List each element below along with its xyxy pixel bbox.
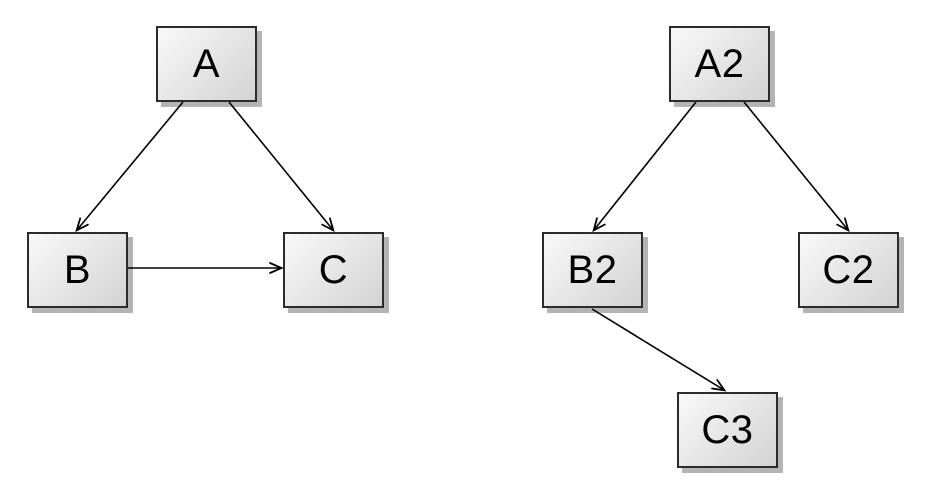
node-B2[interactable]: B2 [542,232,643,308]
edge-A-B [75,101,184,233]
edge-B2-C3 [591,308,727,392]
node-B[interactable]: B [27,232,128,308]
node-label-C3: C3 [701,408,754,452]
node-A2[interactable]: A2 [669,26,770,102]
edge-A2-C2 [743,101,850,233]
node-label-C2: C2 [822,248,875,292]
edge-A2-B2 [592,101,697,233]
node-C[interactable]: C [283,232,384,308]
node-label-B: B [63,248,92,292]
node-A[interactable]: A [156,26,257,102]
node-C3[interactable]: C3 [677,392,778,468]
node-C2[interactable]: C2 [798,232,899,308]
edge-A-C [228,101,335,233]
edge-group [75,101,850,392]
node-label-A2: A2 [694,42,745,86]
node-label-C: C [318,248,349,292]
node-label-A: A [192,42,221,86]
node-label-B2: B2 [567,248,618,292]
